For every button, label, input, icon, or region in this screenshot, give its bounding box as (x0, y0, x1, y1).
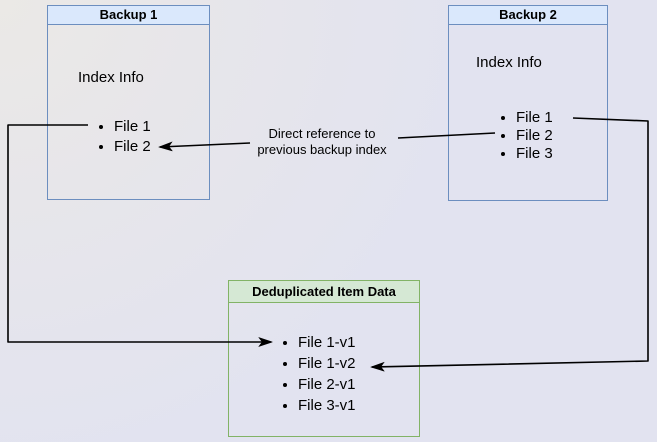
backup2-subtitle: Index Info (476, 54, 542, 71)
direct-reference-label-line1: Direct reference to (268, 126, 376, 141)
backup1-box: Backup 1 Index Info File 1 File 2 (47, 5, 210, 200)
dedup-file-item: File 1-v1 (298, 332, 356, 353)
deduplicated-item-data-box: Deduplicated Item Data File 1-v1 File 1-… (228, 280, 420, 437)
dedup-file-item: File 2-v1 (298, 374, 356, 395)
backup1-file-item: File 1 (114, 117, 151, 137)
direct-reference-label-line2: previous backup index (257, 142, 387, 157)
dedup-file-item: File 3-v1 (298, 395, 356, 416)
deduplicated-item-data-title: Deduplicated Item Data (229, 281, 419, 303)
backup2-file-item: File 1 (516, 109, 553, 127)
backup1-subtitle: Index Info (78, 69, 144, 86)
dedup-file-item: File 1-v2 (298, 353, 356, 374)
backup2-file-item: File 2 (516, 127, 553, 145)
direct-reference-label: Direct reference to previous backup inde… (238, 126, 406, 158)
backup1-title: Backup 1 (48, 6, 209, 25)
backup2-box: Backup 2 Index Info File 1 File 2 File 3 (448, 5, 608, 201)
backup2-title: Backup 2 (449, 6, 607, 25)
dedup-file-list: File 1-v1 File 1-v2 File 2-v1 File 3-v1 (281, 332, 356, 416)
backup2-file-item: File 3 (516, 145, 553, 163)
backup2-file-list: File 1 File 2 File 3 (499, 109, 553, 163)
backup1-file-item: File 2 (114, 137, 151, 157)
backup1-file-list: File 1 File 2 (97, 117, 151, 157)
